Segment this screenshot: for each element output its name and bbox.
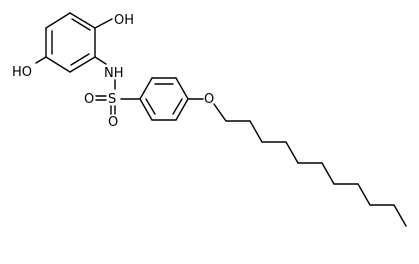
nh-label: NH: [104, 66, 124, 81]
sulfonyl-oxygen-bottom: O: [108, 115, 118, 130]
bond: [69, 56, 96, 73]
bond: [45, 12, 71, 29]
benzene-ring: [139, 77, 189, 121]
double-bond-inner: [70, 53, 90, 66]
oh-label-top: OH: [114, 13, 134, 28]
ether-oxygen-label: O: [204, 92, 214, 107]
dodecyl-chain: [213, 103, 407, 227]
hydroquinone-ring: [45, 12, 96, 73]
bond: [94, 56, 107, 65]
sulfur-label: S: [108, 92, 116, 107]
bond: [94, 18, 113, 29]
double-bond-inner: [71, 18, 91, 31]
bond: [45, 56, 71, 73]
bond: [69, 12, 96, 29]
bond: [35, 56, 47, 64]
double-bond-inner: [145, 98, 156, 115]
bond: [139, 98, 153, 121]
double-bond-inner: [172, 98, 183, 115]
ho-label-left: HO: [12, 65, 32, 80]
bond: [139, 77, 153, 100]
bond: [175, 98, 189, 121]
bond: [175, 77, 189, 100]
sulfonyl-oxygen-left: O: [84, 92, 94, 107]
